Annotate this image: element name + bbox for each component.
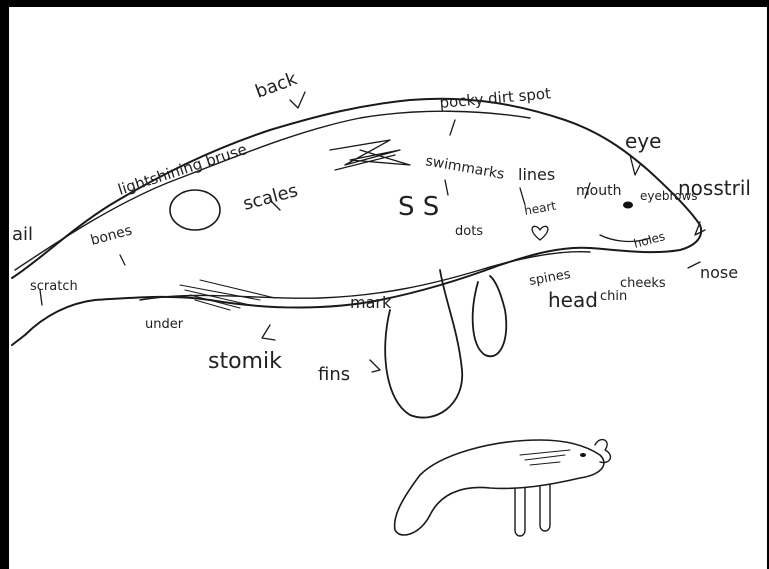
label-eye: eye: [625, 129, 661, 153]
label-holes: holes: [632, 229, 666, 251]
label-scales: scales: [241, 180, 300, 215]
label-mark: mark: [350, 293, 392, 312]
label-ss: S S: [398, 192, 439, 222]
label-dots: dots: [455, 224, 483, 239]
small-manatee-leg-1: [515, 488, 525, 536]
label-chin: chin: [600, 289, 627, 304]
label-nose: nose: [700, 263, 738, 282]
label-tail: ail: [12, 224, 33, 245]
label-bones: bones: [89, 222, 134, 248]
small-manatee-eye: [580, 453, 586, 457]
eye: [623, 202, 633, 209]
small-manatee-leg-2: [540, 485, 550, 531]
rear-flipper: [473, 276, 507, 356]
label-swimmarks: swimmarks: [424, 153, 505, 183]
label-lines: lines: [518, 165, 555, 184]
label-eyebrows: eyebrows: [640, 189, 698, 203]
label-spines: spines: [528, 267, 572, 289]
label-light-shining-bruise: lightshining bruse: [116, 140, 249, 199]
annotation-arrows: [40, 92, 705, 372]
label-back: back: [253, 68, 301, 103]
label-fins: fins: [318, 364, 350, 385]
label-heart: heart: [523, 199, 557, 218]
front-flipper: [385, 270, 462, 418]
label-mouth: mouth: [576, 183, 621, 199]
heart-shape: [532, 226, 548, 240]
small-manatee-shading: [520, 450, 570, 465]
label-pocky-dirt-spot: pocky dirt spot: [439, 84, 552, 112]
label-cheeks: cheeks: [620, 276, 666, 291]
label-under: under: [145, 317, 184, 332]
label-head: head: [548, 288, 598, 312]
small-manatee-body: [395, 440, 604, 535]
label-scratch: scratch: [30, 279, 78, 294]
label-stomach: stomik: [208, 349, 282, 374]
bruise-spot: [170, 190, 220, 230]
dirt-spot-scribble: [330, 140, 410, 170]
